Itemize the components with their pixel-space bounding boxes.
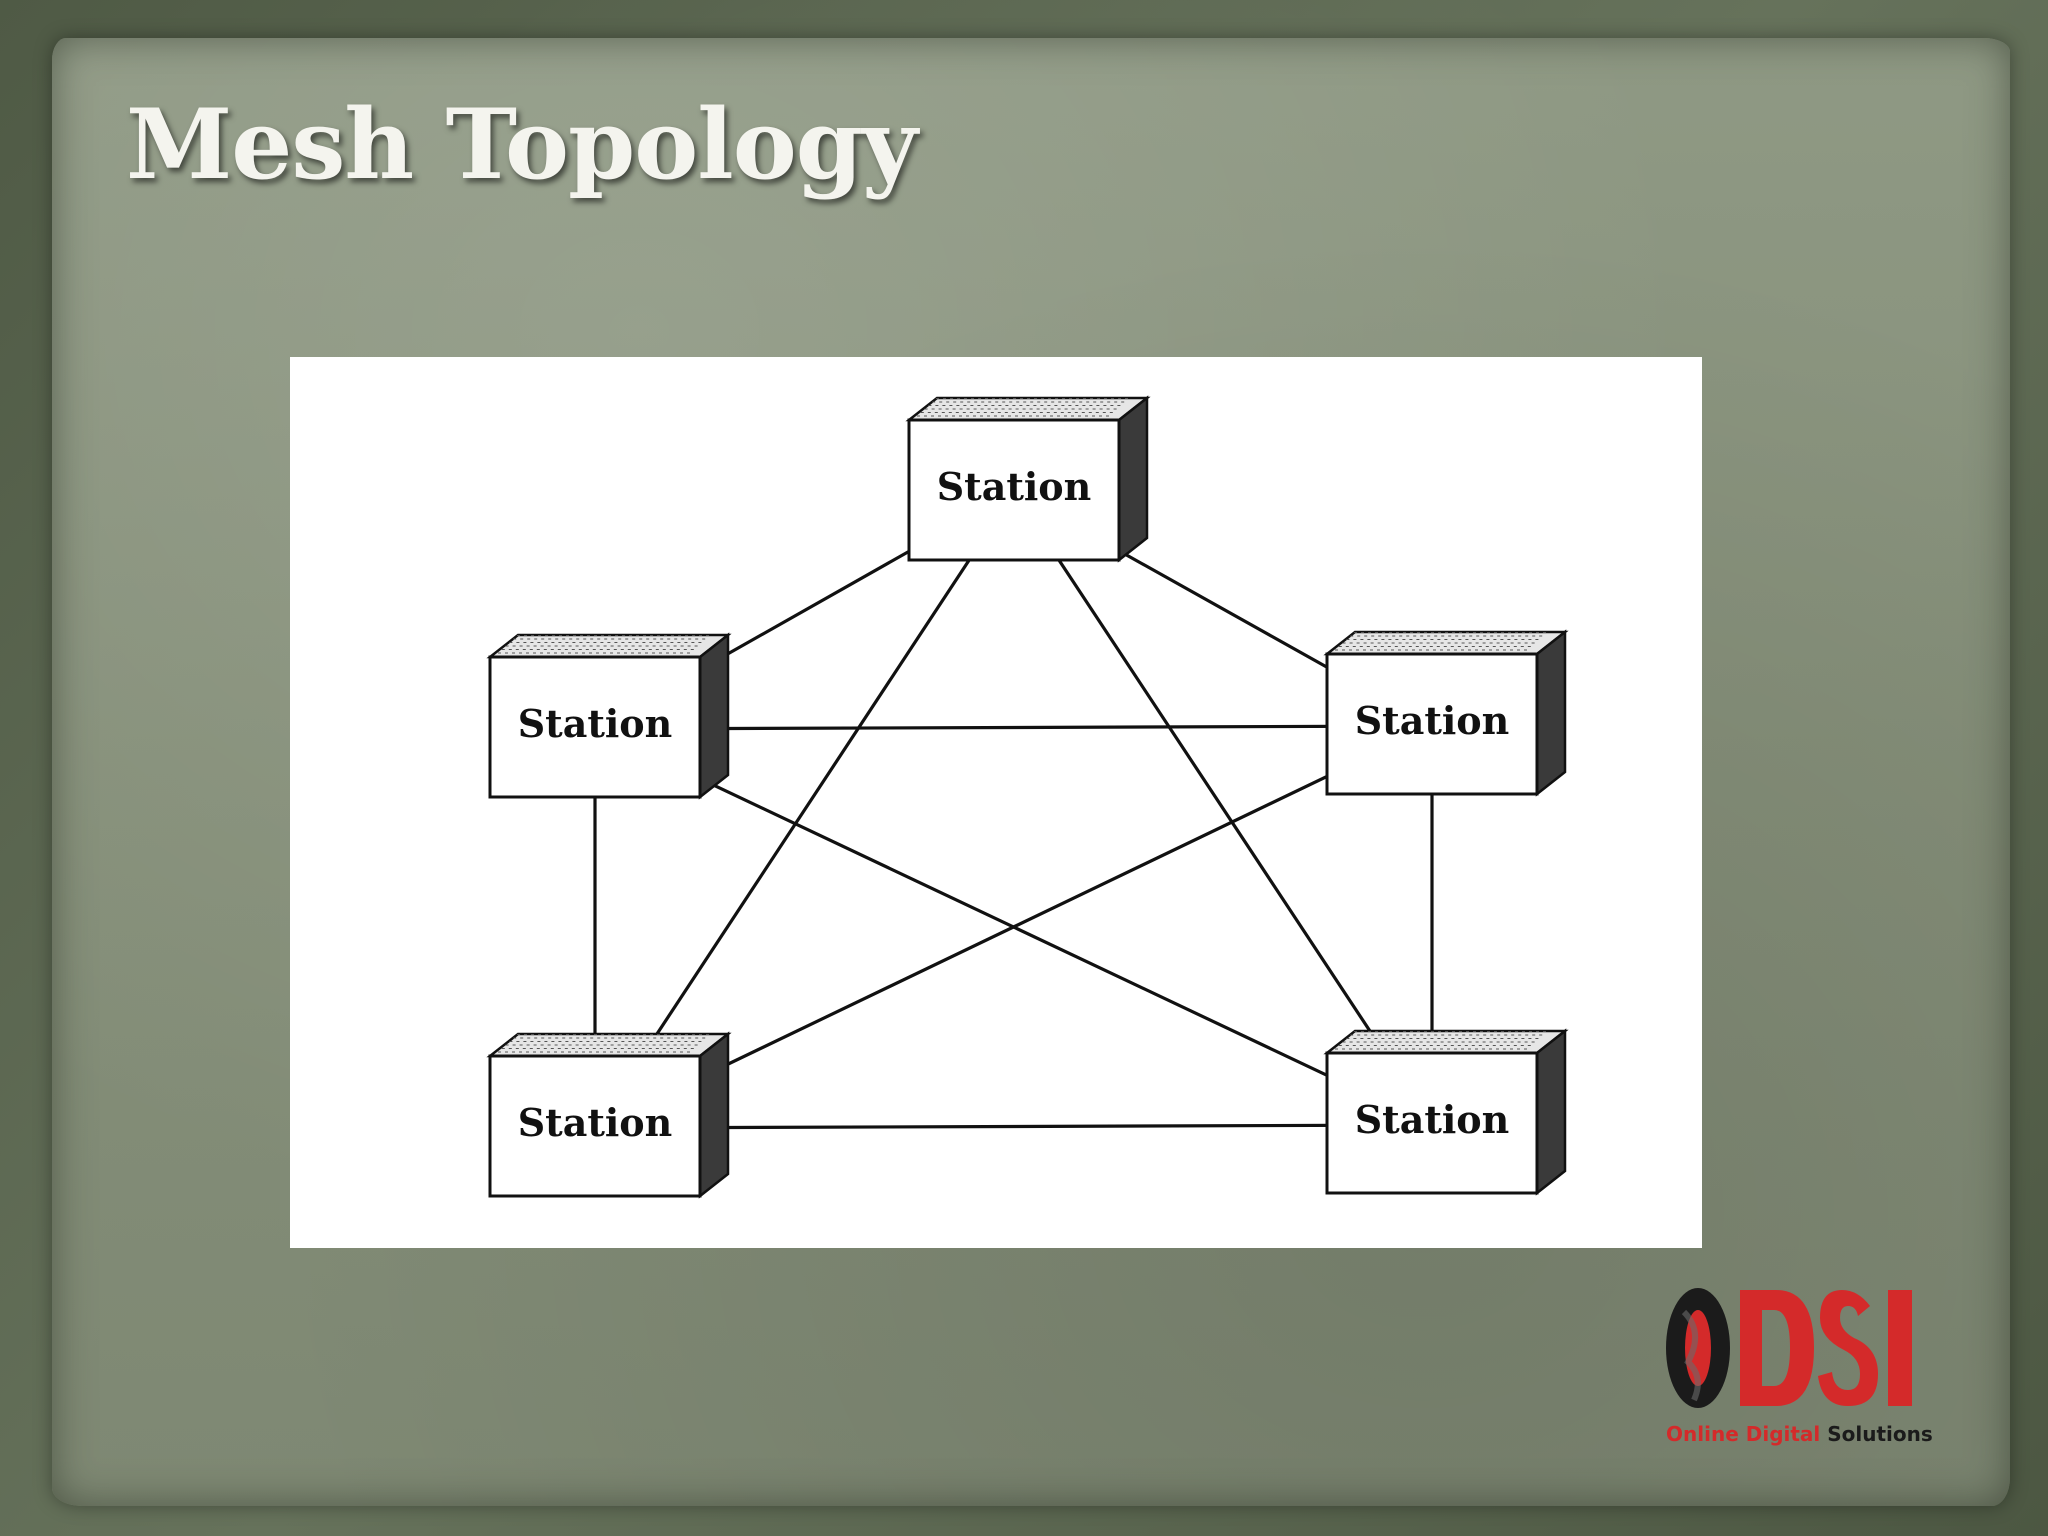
station-label-right: Station: [1354, 698, 1510, 743]
logo-tagline: Online Digital Solutions: [1666, 1422, 1950, 1446]
link-top-to-bottom-left: [593, 491, 1016, 1129]
station-node-top: [905, 395, 1151, 563]
station-node-right: [1323, 629, 1569, 797]
link-bottom-left-to-bottom-right: [594, 1123, 1433, 1130]
logo-tagline-digital: Digital: [1745, 1422, 1821, 1446]
logo-tagline-solutions: Solutions: [1827, 1422, 1933, 1446]
station-label-bottom-left: Station: [517, 1100, 673, 1145]
station-node-left: [486, 632, 732, 800]
odsi-logo-mark: [1666, 1288, 1912, 1408]
link-right-to-bottom-left: [594, 724, 1433, 1130]
station-label-bottom-right: Station: [1354, 1097, 1510, 1142]
link-top-to-bottom-right: [1012, 491, 1434, 1126]
slide-title: Mesh Topology: [126, 88, 918, 201]
diagram-canvas: [486, 395, 1569, 1199]
station-label-left: Station: [517, 701, 673, 746]
station-node-bottom-right: [1323, 1028, 1569, 1196]
logo-tagline-online: Online: [1666, 1422, 1739, 1446]
station-label-top: Station: [936, 464, 1092, 509]
odsi-logo: Online Digital Solutions: [1664, 1282, 1948, 1452]
link-left-to-right: [594, 724, 1433, 731]
station-node-bottom-left: [486, 1031, 732, 1199]
